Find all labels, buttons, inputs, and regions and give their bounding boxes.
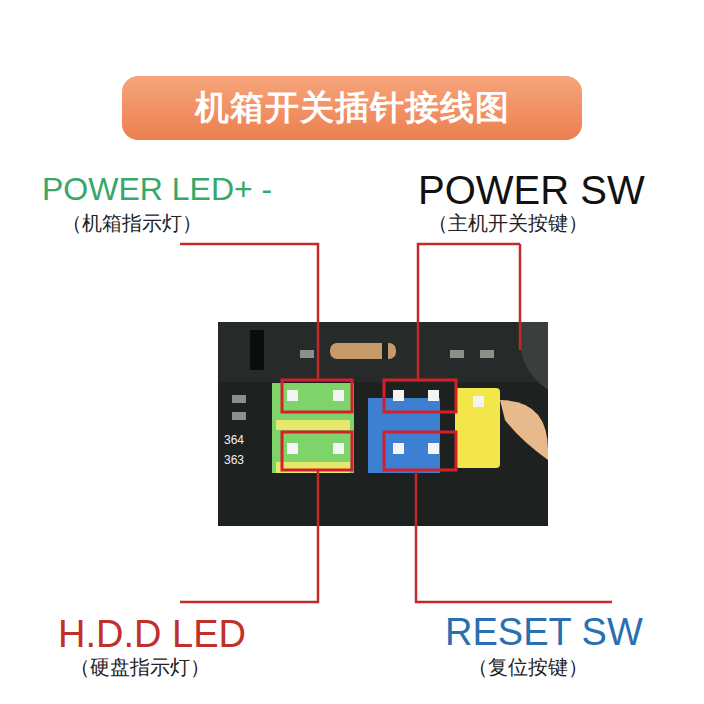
- pin-block: [276, 420, 350, 430]
- board-marking: 363: [224, 454, 244, 467]
- pin-label: POWER SW: [418, 168, 645, 212]
- pin-label: POWER LED+ -: [42, 172, 272, 207]
- title-banner: 机箱开关插针接线图: [122, 76, 582, 140]
- board-area: [218, 322, 548, 382]
- pin-block: [368, 398, 440, 473]
- pin-note: （机箱指示灯）: [62, 212, 202, 234]
- leader-line: [180, 244, 612, 602]
- smd-part: [300, 350, 314, 358]
- pin-note: （主机开关按键）: [428, 212, 588, 234]
- highlight-box: [282, 380, 456, 470]
- motherboard: [218, 322, 548, 526]
- pin-note: （复位按键）: [468, 656, 588, 678]
- smd-part: [232, 395, 246, 403]
- pin-block: [272, 383, 354, 473]
- board-marking: 364: [224, 434, 244, 447]
- component: [500, 400, 548, 460]
- smd-part: [232, 412, 246, 420]
- diode: [330, 343, 396, 359]
- component: [250, 330, 264, 370]
- diode-band: [382, 343, 388, 359]
- pin-note: （硬盘指示灯）: [70, 656, 210, 678]
- pin-label: RESET SW: [445, 612, 643, 654]
- pin-label: H.D.D LED: [58, 614, 246, 656]
- smd-part: [480, 350, 494, 358]
- pin-block: [455, 388, 500, 468]
- title-text: 机箱开关插针接线图: [195, 85, 510, 131]
- smd-part: [450, 350, 464, 358]
- board-edge: [520, 322, 548, 390]
